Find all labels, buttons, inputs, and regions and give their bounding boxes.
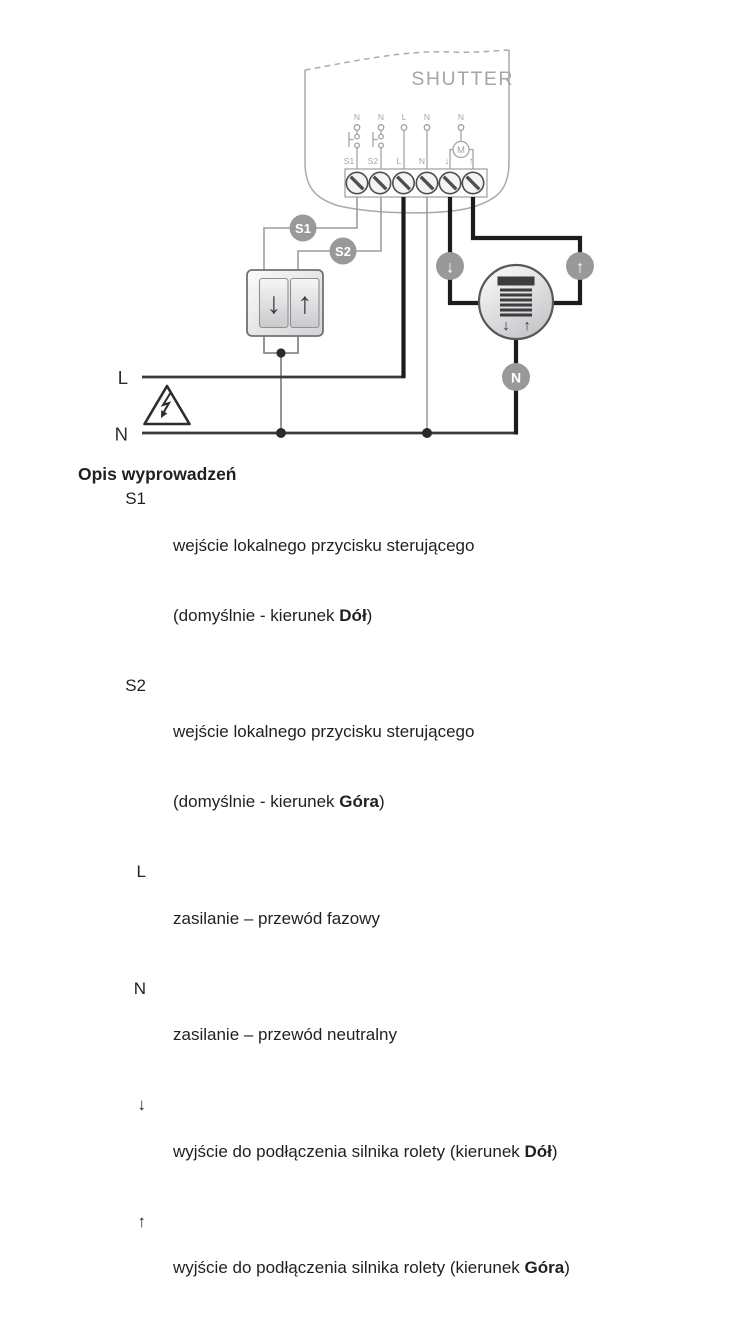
stub-top-label: L <box>402 112 407 122</box>
legend-line: (domyślnie - kierunek Góra) <box>173 792 385 812</box>
screw-terminal-icon <box>391 171 415 195</box>
screw-terminal-icon <box>438 171 462 195</box>
legend-item-label: N <box>133 978 146 998</box>
badge-neutral-label: N <box>511 370 521 386</box>
badge-s2 <box>329 237 357 265</box>
wire-motor-down <box>447 197 480 306</box>
legend-item-label: ↓ <box>137 1095 147 1115</box>
legend-item-label: S2 <box>125 675 146 695</box>
pushbutton-symbol-s2 <box>372 132 378 147</box>
legend-item-label: ↑ <box>137 1211 147 1231</box>
motor-letter: M <box>457 145 465 156</box>
legend-item-s1: S1 wejście lokalnego przycisku sterujące… <box>78 487 678 673</box>
legend-line: wyjście do podłączenia silnika rolety (k… <box>173 1141 558 1161</box>
legend-item-s2: S2 wejście lokalnego przycisku sterujące… <box>78 674 678 860</box>
wall-switch-icon: ↓ ↑ <box>246 269 324 337</box>
wires <box>142 197 583 438</box>
terminal-label-n: N <box>419 156 425 166</box>
internal-schematic-labels: N N L N N M S1 S2 L N ↓ ↑ <box>344 112 474 167</box>
device-outline <box>304 49 510 214</box>
supply-line-label: L <box>118 367 128 388</box>
terminal-label-l: L <box>397 156 402 166</box>
shutter-up-arrow-icon: ↑ <box>523 318 530 334</box>
screw-terminal-icon <box>368 171 392 195</box>
internal-schematic <box>348 124 474 169</box>
legend: Opis wyprowadzeń S1 wejście lokalnego pr… <box>78 463 678 1326</box>
stub-top-label: N <box>424 112 430 122</box>
terminal-block <box>344 168 488 198</box>
legend-item-label: L <box>136 862 146 882</box>
wire-badges: S1 S2 ↓ ↑ N <box>289 214 594 391</box>
legend-item-text: wyjście do podłączenia silnika rolety (k… <box>173 1210 678 1326</box>
badge-neutral <box>502 363 530 391</box>
switch-up-arrow-icon: ↑ <box>297 287 312 320</box>
terminal-label-down-arrow: ↓ <box>445 156 450 167</box>
screw-terminal-icon <box>461 171 485 195</box>
legend-item-text: wejście lokalnego przycisku sterującego … <box>173 487 678 673</box>
shutter-down-arrow-icon: ↓ <box>502 318 509 334</box>
legend-line: (domyślnie - kierunek Dół) <box>173 605 373 625</box>
pushbutton-symbol-s1 <box>348 132 354 147</box>
legend-title: Opis wyprowadzeń <box>78 464 237 484</box>
switch-down-arrow-icon: ↓ <box>266 287 281 320</box>
junction-dot <box>276 428 286 438</box>
legend-item-n: N zasilanie – przewód neutralny <box>78 977 678 1093</box>
legend-item-l: L zasilanie – przewód fazowy <box>78 860 678 976</box>
supply-neutral-label: N <box>115 424 128 445</box>
stub-top-label: N <box>354 112 360 122</box>
legend-line: zasilanie – przewód neutralny <box>173 1025 397 1045</box>
wiring-diagram: SHUTTER N N L N N M S1 S2 L N ↓ ↑ <box>0 0 750 462</box>
wiring-diagram-canvas: SHUTTER N N L N N M S1 S2 L N ↓ ↑ <box>115 49 594 445</box>
stub-top-label: N <box>378 112 384 122</box>
device-top-dashed-outline <box>304 49 510 71</box>
junction-dot <box>422 428 432 438</box>
roller-shutter-motor-icon: ↓ ↑ <box>477 263 555 341</box>
legend-line: wejście lokalnego przycisku sterującego <box>173 535 475 555</box>
screw-terminal-icon <box>345 171 369 195</box>
legend-item-up: ↑ wyjście do podłączenia silnika rolety … <box>78 1210 678 1326</box>
legend-item-label: S1 <box>125 489 146 509</box>
legend-item-text: zasilanie – przewód fazowy <box>173 860 678 976</box>
badge-up-arrow-icon: ↑ <box>576 258 585 277</box>
badge-down-arrow-icon: ↓ <box>446 258 455 277</box>
legend-item-text: zasilanie – przewód neutralny <box>173 977 678 1093</box>
legend-line: wyjście do podłączenia silnika rolety (k… <box>173 1258 570 1278</box>
legend-line: zasilanie – przewód fazowy <box>173 908 380 928</box>
high-voltage-warning-icon <box>143 384 191 426</box>
stub-top-label: N <box>458 112 464 122</box>
legend-line: wejście lokalnego przycisku sterującego <box>173 722 475 742</box>
wire-motor-up <box>470 197 583 306</box>
device-body-outline <box>304 50 510 214</box>
legend-item-text: wejście lokalnego przycisku sterującego … <box>173 674 678 860</box>
terminal-label-s2: S2 <box>368 156 379 166</box>
screw-terminal-icon <box>415 171 439 195</box>
legend-item-down: ↓ wyjście do podłączenia silnika rolety … <box>78 1093 678 1209</box>
badge-s2-label: S2 <box>335 244 351 259</box>
terminal-label-s1: S1 <box>344 156 355 166</box>
junction-dot <box>276 348 286 358</box>
shutter-slats <box>500 288 532 317</box>
terminal-label-up-arrow: ↑ <box>469 156 474 167</box>
badge-s1-label: S1 <box>295 221 311 236</box>
badge-down <box>436 252 464 280</box>
badge-s1 <box>289 214 317 242</box>
device-label: SHUTTER <box>411 68 514 90</box>
badge-up <box>566 252 594 280</box>
legend-item-text: wyjście do podłączenia silnika rolety (k… <box>173 1093 678 1209</box>
